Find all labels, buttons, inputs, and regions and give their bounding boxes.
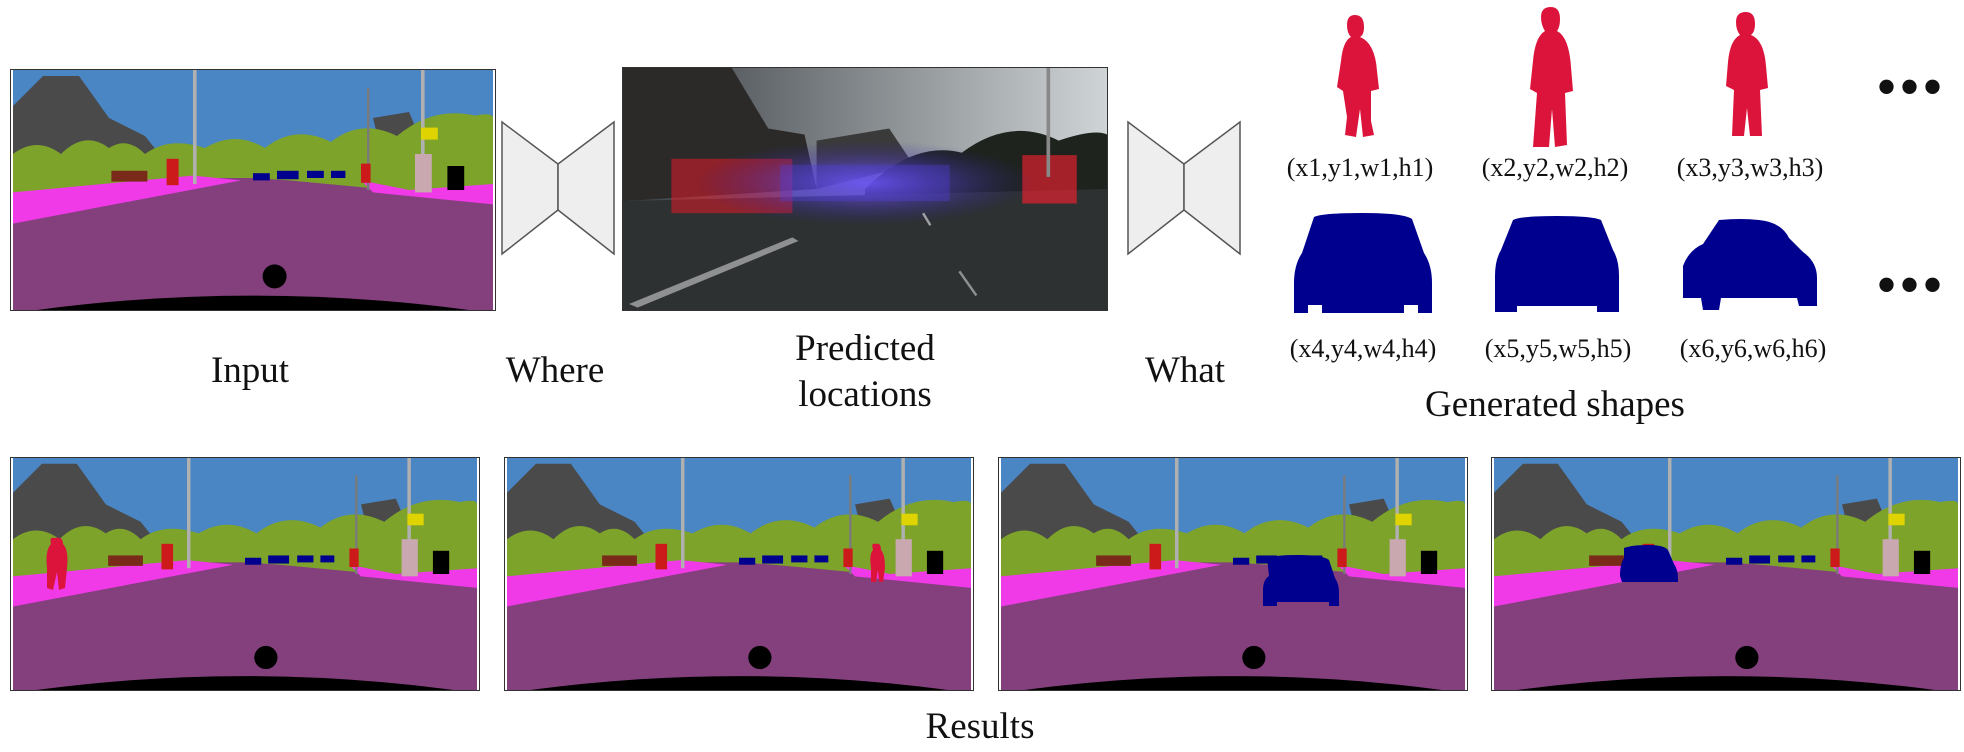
car-shape-5: [1493, 216, 1621, 316]
coord-label-1: (x1,y1,w1,h1): [1286, 153, 1434, 182]
person-shape-1: [1333, 13, 1383, 139]
where-network-icon: [501, 120, 615, 256]
result-image-2: [504, 457, 974, 691]
coord-label-2: (x2,y2,w2,h2): [1481, 153, 1629, 182]
car-shape-4: [1292, 213, 1434, 321]
input-label: Input: [210, 350, 290, 391]
where-label: Where: [505, 350, 605, 391]
coord-label-4: (x4,y4,w4,h4): [1289, 334, 1437, 363]
person-shape-3: [1722, 10, 1772, 140]
car-shape-6: [1681, 218, 1819, 314]
coord-label-5: (x5,y5,w5,h5): [1484, 334, 1632, 363]
result-image-1: [10, 457, 480, 691]
result-image-3: [998, 457, 1468, 691]
generated-shapes-label: Generated shapes: [1425, 384, 1685, 425]
result-image-4: [1491, 457, 1961, 691]
results-label: Results: [925, 706, 1035, 747]
what-label: What: [1144, 350, 1226, 391]
coord-label-3: (x3,y3,w3,h3): [1676, 153, 1824, 182]
ellipsis-row-1: •••: [1876, 54, 1946, 120]
predicted-locations-heatmap: [622, 67, 1108, 311]
person-shape-2: [1527, 5, 1575, 151]
ellipsis-row-2: •••: [1876, 252, 1946, 318]
predicted-locations-label: Predicted locations: [795, 328, 935, 415]
coord-label-6: (x6,y6,w6,h6): [1679, 334, 1827, 363]
what-network-icon: [1127, 120, 1241, 256]
input-segmentation-map: [10, 69, 496, 311]
